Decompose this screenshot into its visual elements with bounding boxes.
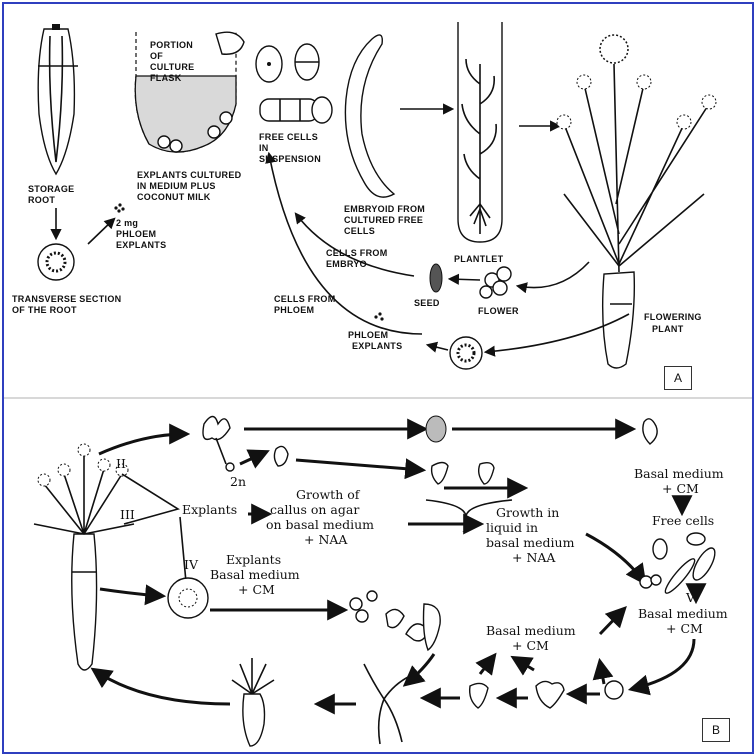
phloem-explant-dots: [114, 203, 124, 212]
section-to-explants-arrow-2: [428, 345, 448, 350]
growth-callus-line4: + NAA: [304, 532, 348, 547]
flower-part-drawing: [203, 417, 234, 472]
plantlet-label: PLANTLET: [454, 254, 504, 264]
growth-liquid-line1: Growth in: [496, 505, 559, 520]
growth-callus-line3: on basal medium: [266, 517, 374, 532]
free-cells-drawing: [256, 44, 332, 123]
growth-liquid-line4: + NAA: [512, 550, 556, 565]
proembryo-drawing: [274, 446, 288, 466]
carrot-plant-drawing: [34, 444, 134, 670]
roman-ii: II: [116, 456, 126, 471]
heart-embryo-drawing: [536, 681, 564, 708]
ovule-arrow: [240, 452, 266, 464]
flowering-plant-label-line1: FLOWERING: [644, 312, 702, 322]
flower-label: FLOWER: [478, 306, 519, 316]
carrot-to-plant-arrow: [94, 670, 230, 704]
basal-cm-top-line1: Basal medium: [634, 466, 724, 481]
developing-cells-drawing: [350, 591, 440, 650]
basal-cm-bottom-line2: + CM: [512, 638, 549, 653]
cluster-up-arrow: [600, 662, 604, 684]
proembryo-to-embryos-arrow: [296, 460, 422, 470]
torpedo-embryo-drawing: [470, 683, 488, 708]
free-cells-drawing-b: [640, 533, 719, 596]
embryo-drawing-top: [643, 419, 657, 444]
seed-drawing: [430, 264, 442, 292]
explants-basal-line1: Explants: [226, 552, 281, 567]
liquid-to-cells-arrow: [586, 534, 644, 582]
panel-divider: [4, 397, 752, 399]
growth-liquid-line3: basal medium: [486, 535, 575, 550]
roman-v: V: [685, 590, 696, 605]
cells-to-embryo-arrow: [406, 654, 434, 684]
plantlet-tube-drawing: [458, 22, 502, 242]
plant-to-flower-arrow-b: [99, 434, 186, 454]
panel-b-label: B: [702, 718, 730, 742]
phloem-explants-label-line2: EXPLANTS: [352, 341, 402, 351]
growth-callus-line1: Growth of: [296, 487, 361, 502]
plantlet-seedling-drawing: [364, 664, 410, 744]
growth-liquid-line2: liquid in: [486, 520, 538, 535]
panel-a-label: A: [664, 366, 692, 390]
bottom-medium-to-cells-arrow: [600, 609, 624, 634]
torpedo-to-medium-arrow: [480, 656, 494, 674]
storage-root-drawing: [38, 24, 78, 174]
flowering-plant-label-line2: PLANT: [652, 324, 684, 334]
roman-i: I: [462, 520, 467, 535]
panel-b: II III Explants 2n I Growth of callus on…: [34, 416, 728, 746]
roman-iv: IV: [184, 557, 199, 572]
explant-iv-line: [180, 517, 186, 582]
seed-label: SEED: [414, 298, 440, 308]
culture-flask-drawing: [135, 32, 244, 152]
root-cross-section: [38, 244, 74, 280]
free-cells-label-b: Free cells: [652, 513, 714, 528]
explants-basal-line3: + CM: [238, 582, 275, 597]
young-carrot-drawing: [232, 658, 274, 746]
phloem-explants-label-line1: PHLOEM: [348, 330, 388, 340]
basal-cm-right-line2: + CM: [666, 621, 703, 636]
roman-iii: III: [120, 507, 135, 522]
plant-to-section-arrow: [100, 589, 162, 596]
flower-to-seed-arrow: [450, 279, 480, 280]
growth-callus-line2: callus on agar: [270, 502, 359, 517]
basal-cm-bottom-line1: Basal medium: [486, 623, 576, 638]
explants-basal-line2: Basal medium: [210, 567, 300, 582]
cell-cluster-drawing: [605, 681, 623, 699]
section-to-explants-arrow: [88, 219, 114, 244]
medium-to-cluster-arrow: [632, 639, 694, 689]
plant-to-flower-arrow: [518, 262, 589, 288]
basal-cm-right-line1: Basal medium: [638, 606, 728, 621]
basal-cm-top-line2: + CM: [662, 481, 699, 496]
heart-to-medium-arrow: [514, 658, 534, 670]
phloem-section-drawing: [450, 337, 482, 369]
explants-label: Explants: [182, 502, 237, 517]
seed-drawing-b: [426, 416, 446, 442]
ploidy-label: 2n: [230, 474, 246, 489]
embryoid-drawing: [345, 35, 394, 197]
phloem-explants-dots: [374, 312, 383, 320]
flower-drawing: [480, 267, 511, 298]
root-section-b: [168, 578, 208, 618]
